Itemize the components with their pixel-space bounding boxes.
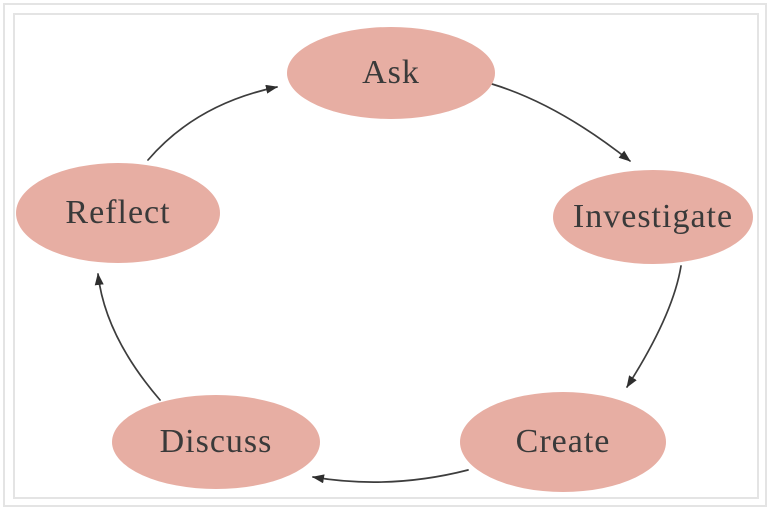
node-discuss: Discuss <box>112 395 320 489</box>
node-ask-label: Ask <box>362 54 420 91</box>
node-ask: Ask <box>287 27 495 119</box>
node-reflect-label: Reflect <box>65 194 171 231</box>
outer-frame-border <box>3 3 767 507</box>
node-investigate: Investigate <box>553 170 753 264</box>
node-reflect: Reflect <box>16 163 220 263</box>
node-discuss-label: Discuss <box>159 423 273 460</box>
node-create-label: Create <box>515 423 611 460</box>
inner-frame-border <box>13 13 759 499</box>
node-investigate-label: Investigate <box>572 198 734 235</box>
node-create: Create <box>460 392 666 492</box>
